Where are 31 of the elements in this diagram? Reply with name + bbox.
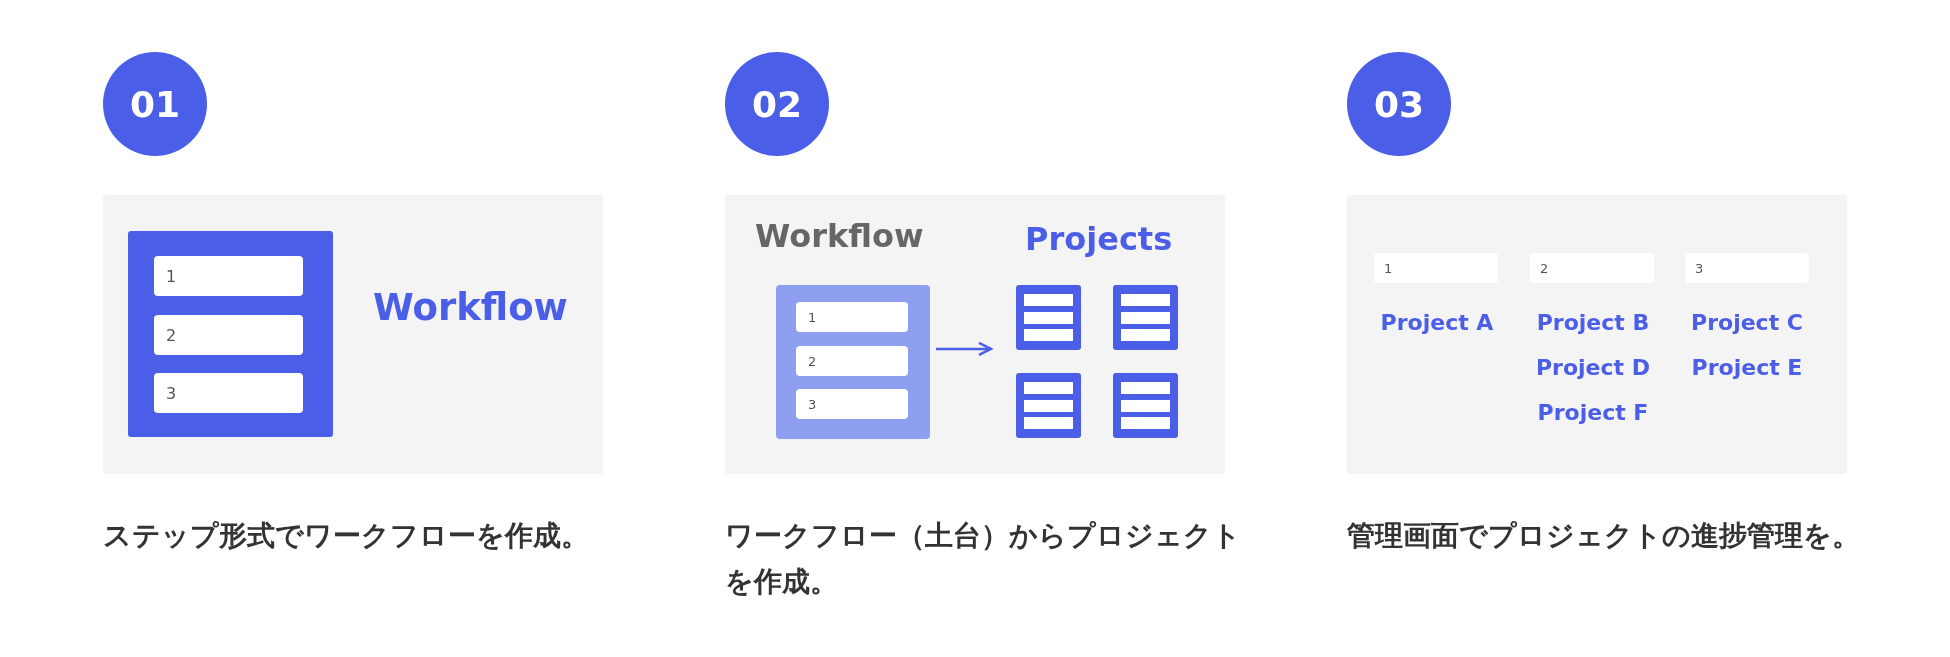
project-name: Project F xyxy=(1537,399,1649,425)
step-badge: 01 xyxy=(103,52,207,156)
list-row: 1 xyxy=(796,302,908,332)
list-card xyxy=(776,285,930,439)
title-text: Workflow xyxy=(373,285,568,329)
project-name: Project B xyxy=(1536,309,1650,335)
list-row: 1 xyxy=(154,256,303,296)
table-icon xyxy=(1113,285,1178,350)
list-card xyxy=(128,231,333,437)
step-badge: 03 xyxy=(1347,52,1451,156)
list-row: 2 xyxy=(796,346,908,376)
section-heading: Workflow xyxy=(755,217,924,255)
section-heading: Projects xyxy=(1025,220,1173,258)
column-header: 1 xyxy=(1374,253,1498,283)
list-row: 3 xyxy=(796,389,908,419)
table-icon xyxy=(1113,373,1178,438)
table-icon xyxy=(1016,373,1081,438)
step-caption: 管理画面でプロジェクトの進捗管理を。 xyxy=(1347,518,1861,554)
table-icon xyxy=(1016,285,1081,350)
list-row: 2 xyxy=(154,315,303,355)
arrow xyxy=(936,341,993,357)
list-row: 3 xyxy=(154,373,303,413)
step-caption: ワークフロー（土台）からプロジェクトを作成。 xyxy=(725,518,1242,601)
column-header: 2 xyxy=(1530,253,1654,283)
step-caption: ステップ形式でワークフローを作成。 xyxy=(103,518,590,554)
project-name: Project A xyxy=(1380,309,1494,335)
project-name: Project C xyxy=(1691,309,1803,335)
step-badge: 02 xyxy=(725,52,829,156)
column-header: 3 xyxy=(1685,253,1809,283)
project-name: Project E xyxy=(1691,354,1803,380)
project-name: Project D xyxy=(1536,354,1650,380)
